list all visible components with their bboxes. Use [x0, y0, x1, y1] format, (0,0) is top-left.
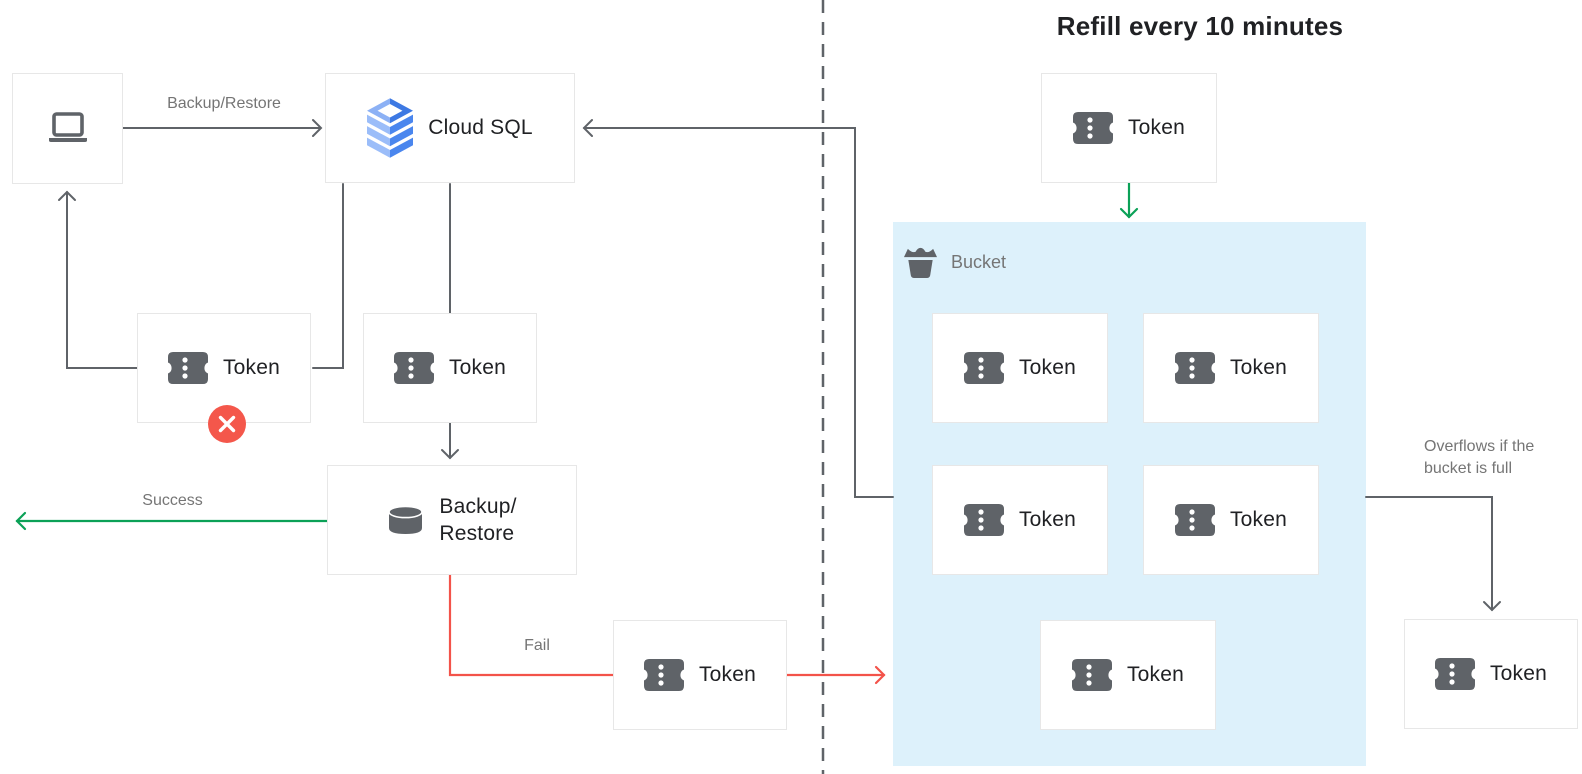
node-token-bucket-5: Token: [1040, 620, 1216, 730]
ticket-icon: [963, 504, 1004, 536]
laptop-icon: [48, 111, 87, 142]
backup-restore-line1: Backup/: [439, 495, 517, 518]
overflow-line1: Overflows if the: [1424, 438, 1535, 455]
node-cloud-sql: Cloud SQL: [325, 73, 575, 183]
edge-label-backup-restore: Backup/Restore: [167, 95, 281, 112]
overflow-line2: bucket is full: [1424, 460, 1513, 477]
ticket-icon: [393, 352, 434, 384]
x-circle-icon: [208, 405, 246, 443]
arrow-client-to-cloudsql: [122, 119, 323, 137]
bucket-icon: [903, 247, 938, 279]
arrow-fail: [448, 573, 886, 685]
edge-label-fail: Fail: [524, 637, 550, 654]
node-token-consumed: Token: [363, 313, 537, 423]
ticket-icon: [963, 352, 1004, 384]
node-token-bucket-4: Token: [1143, 465, 1319, 575]
arrow-refill: [1119, 181, 1139, 219]
token-label: Token: [1489, 662, 1548, 685]
token-label: Token: [1229, 508, 1288, 531]
node-backup-restore: Backup/ Restore: [327, 465, 577, 575]
backup-restore-label: Backup/ Restore: [439, 493, 516, 547]
token-label: Token: [448, 356, 507, 379]
refill-title: Refill every 10 minutes: [1056, 11, 1344, 41]
ticket-icon: [1174, 504, 1215, 536]
node-token-fail: Token: [613, 620, 787, 730]
ticket-icon: [1071, 659, 1112, 691]
token-label: Token: [222, 356, 281, 379]
arrow-bucket-to-cloudsql: [582, 119, 894, 498]
arrow-token-to-client: [58, 190, 138, 369]
edge-label-success: Success: [142, 492, 203, 509]
backup-restore-line2: Restore: [439, 522, 515, 545]
ticket-icon: [643, 659, 684, 691]
line-cloudsql-to-token: [312, 183, 344, 369]
edge-label-overflow: Overflows if the bucket is full: [1424, 436, 1582, 480]
cloud-sql-stack-icon: [367, 98, 414, 158]
token-label: Token: [1127, 116, 1186, 139]
arrow-overflow: [1365, 496, 1501, 612]
node-client: [12, 73, 123, 184]
node-token-refill: Token: [1041, 73, 1217, 183]
ticket-icon: [167, 352, 208, 384]
bucket-header: Bucket: [903, 244, 1006, 280]
node-token-rejected: Token: [137, 313, 311, 423]
token-label: Token: [1018, 356, 1077, 379]
cloud-sql-label: Cloud SQL: [428, 116, 533, 139]
node-token-bucket-1: Token: [932, 313, 1108, 423]
ticket-icon: [1174, 352, 1215, 384]
bucket-label: Bucket: [951, 251, 1007, 272]
arrow-cloudsql-token-backup: [441, 183, 459, 460]
arrow-success: [15, 511, 329, 531]
token-label: Token: [698, 663, 757, 686]
node-token-bucket-2: Token: [1143, 313, 1319, 423]
ticket-icon: [1434, 658, 1475, 690]
ticket-icon: [1072, 112, 1113, 144]
token-label: Token: [1018, 508, 1077, 531]
token-label: Token: [1229, 356, 1288, 379]
node-token-overflow: Token: [1404, 619, 1578, 729]
node-token-bucket-3: Token: [932, 465, 1108, 575]
database-cylinder-icon: [388, 505, 424, 534]
token-label: Token: [1126, 663, 1185, 686]
